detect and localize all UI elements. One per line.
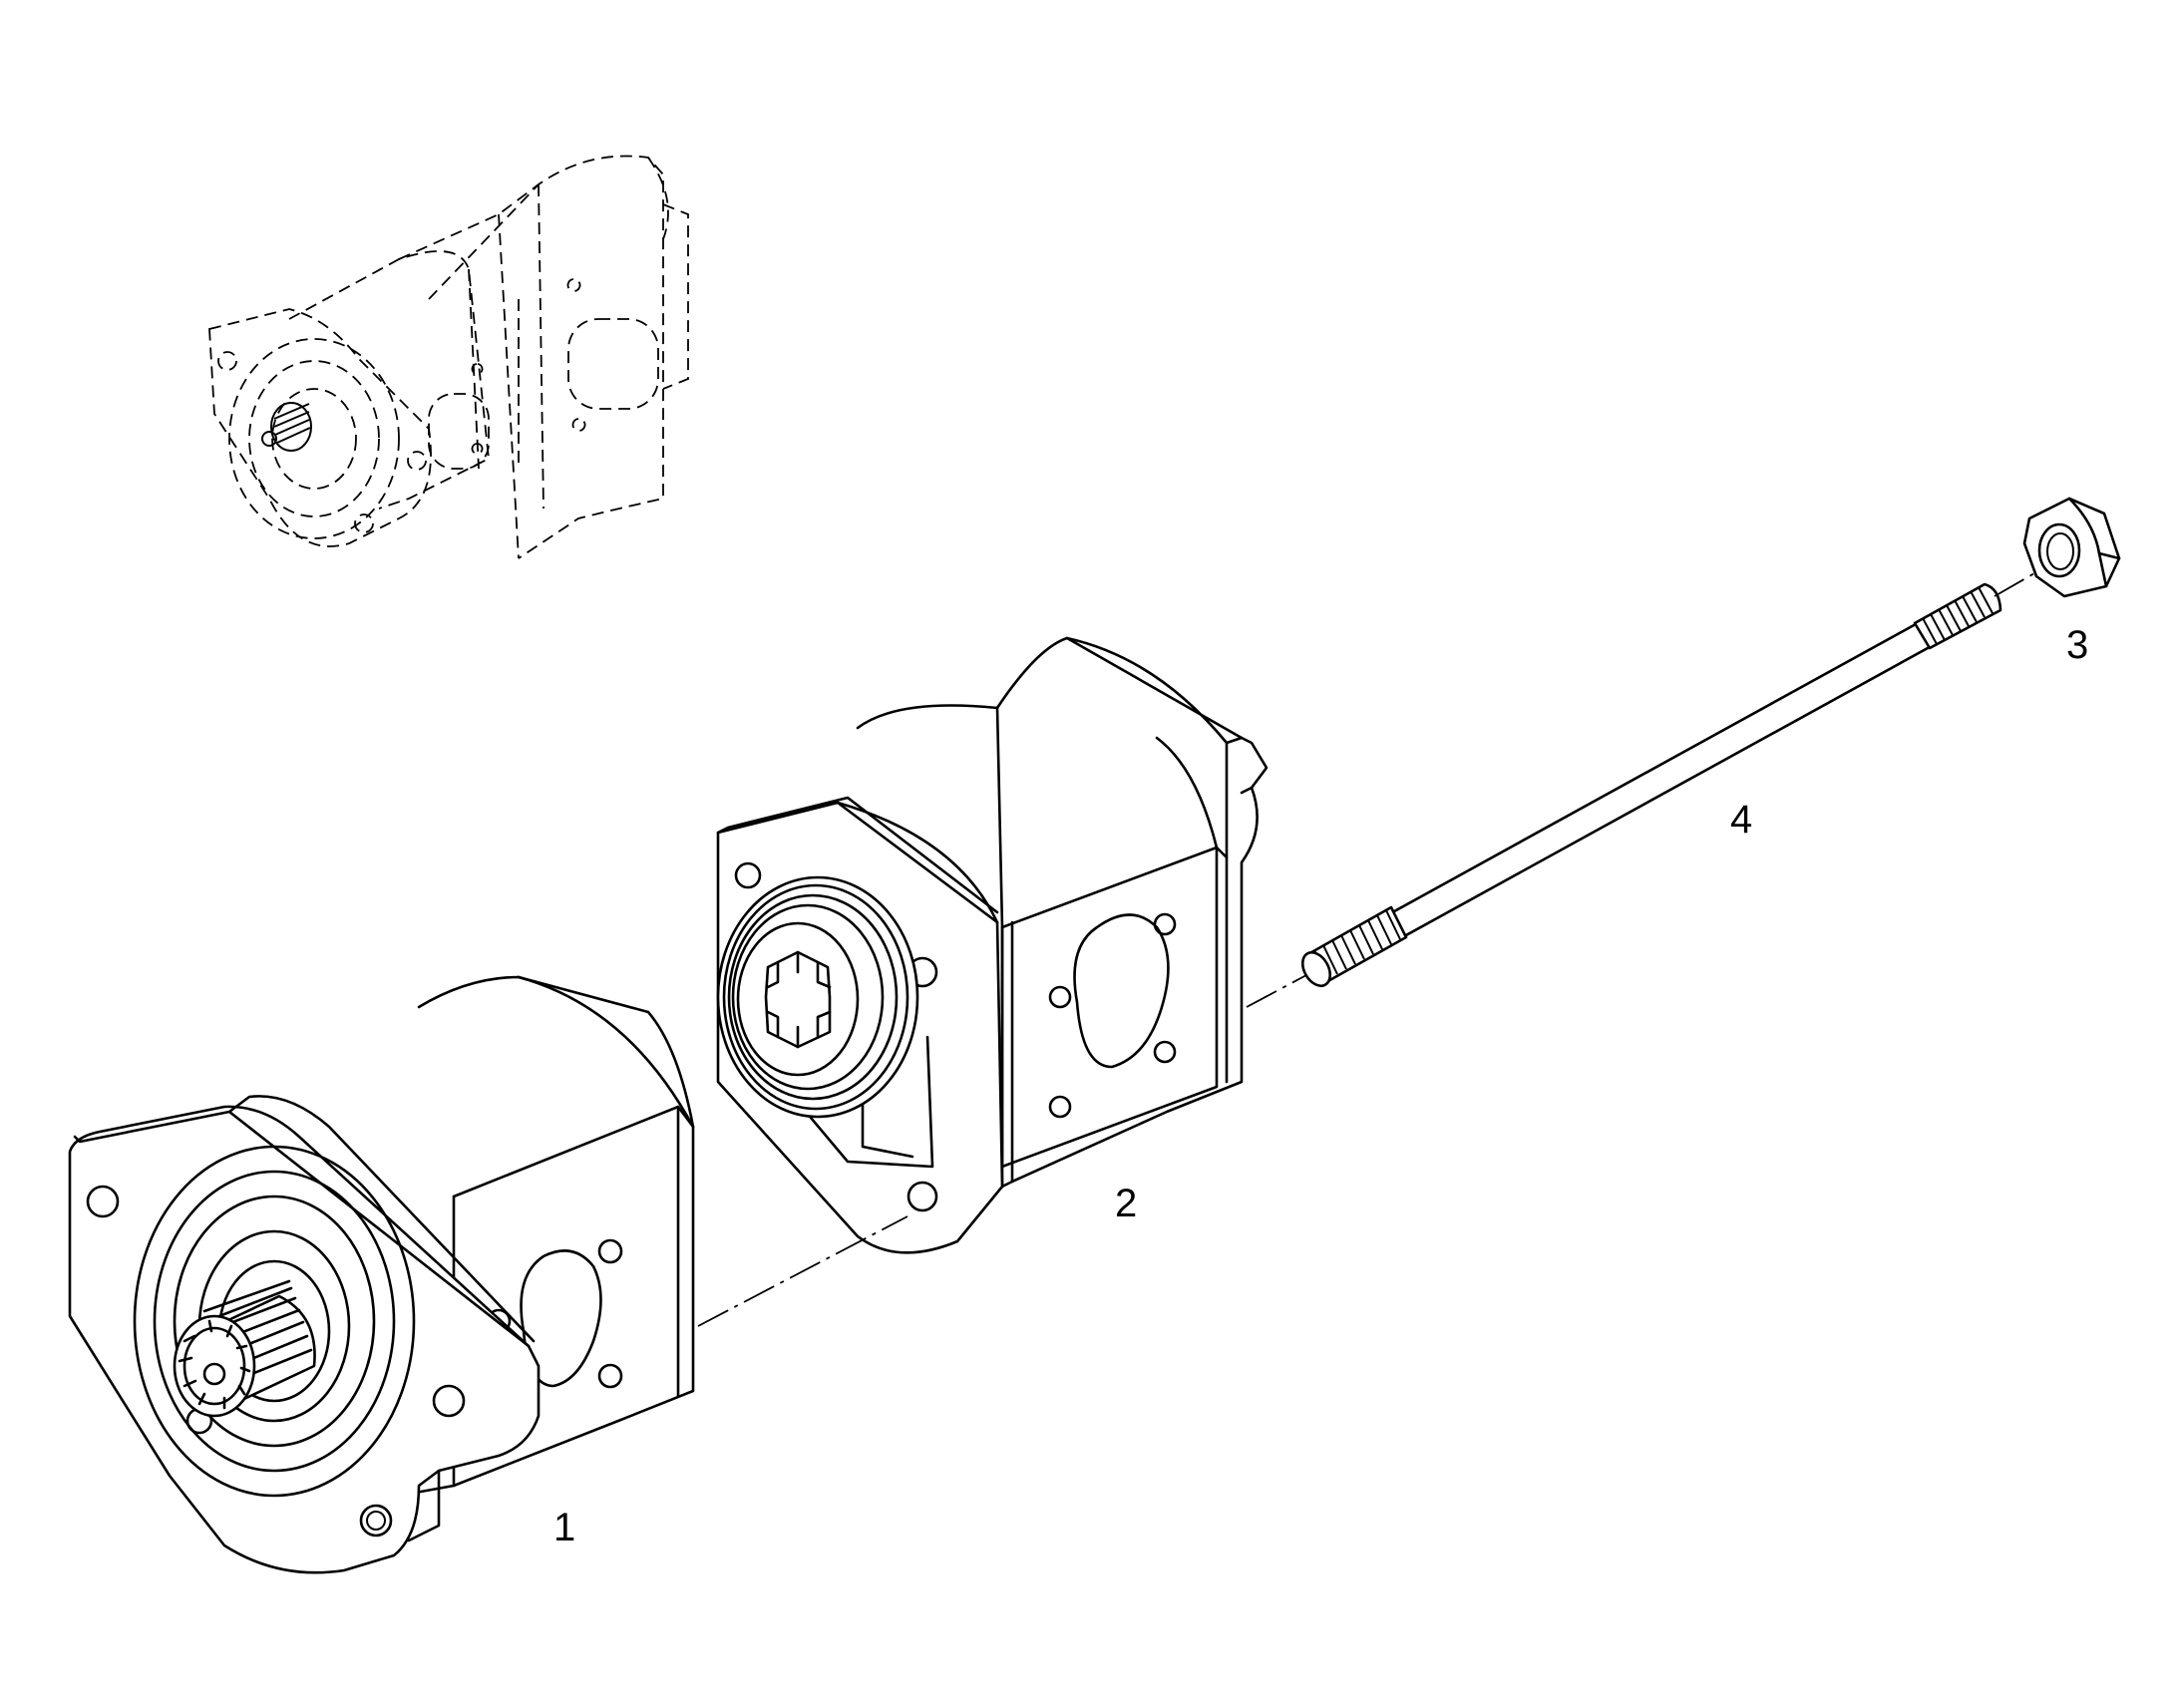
callout-part-1: 1 (553, 1506, 575, 1549)
part-2-pump-section (716, 636, 1269, 1254)
assembly-centerlines (697, 572, 2035, 1327)
part-1-pump-with-flange (68, 975, 695, 1574)
reference-assembly-thumbnail (208, 155, 689, 559)
part-4-tie-rod (1300, 582, 2002, 988)
callout-part-2: 2 (1115, 1182, 1137, 1225)
callout-part-4: 4 (1730, 798, 1752, 842)
drive-shaft-spline-icon (173, 1279, 316, 1418)
part-3-hex-nut (2022, 497, 2121, 598)
callout-part-3: 3 (2066, 623, 2088, 667)
reference-shaft-icon (261, 402, 312, 452)
